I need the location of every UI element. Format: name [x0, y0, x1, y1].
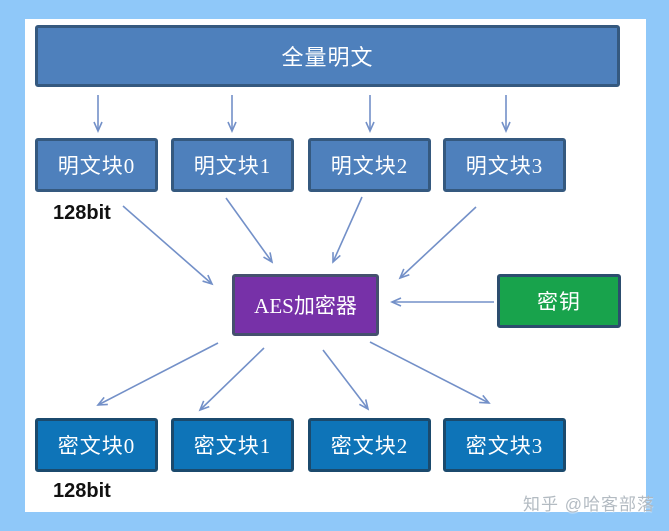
ciphertext-block-3: 密文块3 — [443, 418, 566, 472]
plaintext-block-1: 明文块1 — [171, 138, 294, 192]
watermark: 知乎 @哈客部落 — [523, 495, 655, 514]
ciphertext-block-0: 密文块0 — [35, 418, 158, 472]
key-box: 密钥 — [497, 274, 621, 328]
aes-encryptor-box: AES加密器 — [232, 274, 379, 336]
block-size-label-bottom: 128bit — [53, 480, 111, 502]
plaintext-block-0: 明文块0 — [35, 138, 158, 192]
block-size-label-top: 128bit — [53, 202, 111, 224]
ciphertext-block-1: 密文块1 — [171, 418, 294, 472]
full-plaintext-box: 全量明文 — [35, 25, 620, 87]
ciphertext-block-2: 密文块2 — [308, 418, 431, 472]
plaintext-block-3: 明文块3 — [443, 138, 566, 192]
plaintext-block-2: 明文块2 — [308, 138, 431, 192]
